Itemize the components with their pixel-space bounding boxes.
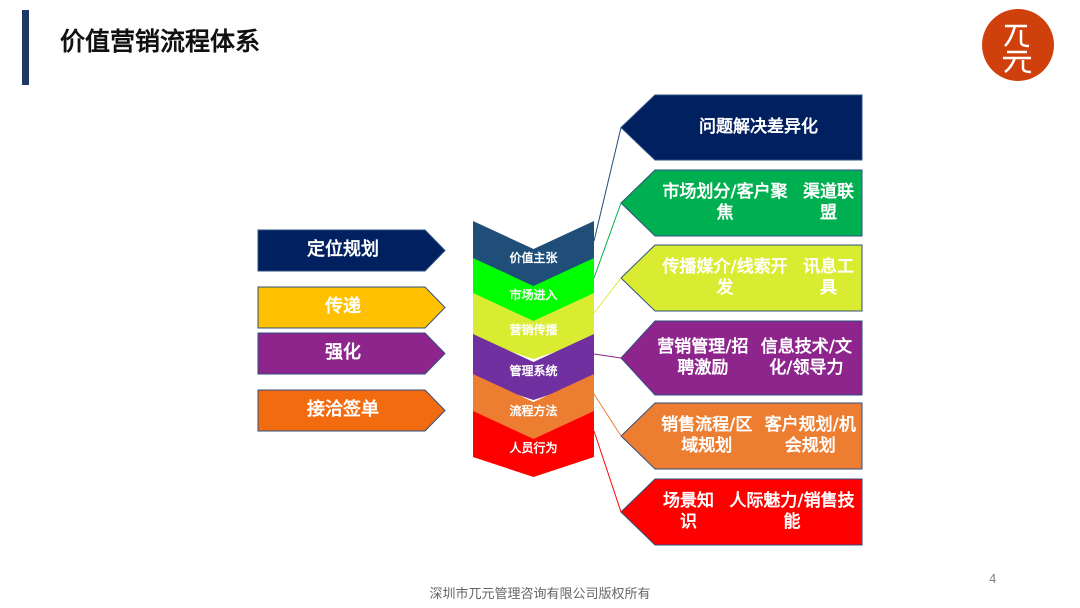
connector-line bbox=[593, 430, 622, 513]
right-box-label: 营销管理/招聘激励信息技术/文化/领导力 bbox=[655, 321, 862, 395]
left-box-4 bbox=[257, 389, 446, 432]
chevron-6 bbox=[473, 411, 594, 477]
left-box-label: 传递 bbox=[258, 287, 428, 328]
right-box-label-text: 问题解决 bbox=[699, 116, 767, 137]
connector-line bbox=[593, 393, 622, 437]
right-box-label-text: 销售流程/区域规划 bbox=[661, 414, 753, 456]
chevron-4 bbox=[473, 334, 594, 400]
chevron-label: 营销传播 bbox=[473, 319, 594, 341]
chevron-label-text: 价值主张 bbox=[509, 250, 558, 265]
page-number: 4 bbox=[989, 572, 997, 586]
left-box-label-text: 定位规划 bbox=[307, 239, 379, 261]
right-box-label-text: 信息技术/文化/领导力 bbox=[760, 336, 852, 378]
chevron-label-text: 流程方法 bbox=[509, 403, 558, 418]
right-box-2 bbox=[620, 169, 863, 237]
left-box-label: 接洽签单 bbox=[258, 390, 428, 431]
right-box-label: 市场划分/客户聚焦渠道联盟 bbox=[655, 170, 862, 236]
right-box-label: 销售流程/区域规划客户规划/机会规划 bbox=[655, 403, 862, 469]
right-box-6 bbox=[620, 478, 863, 546]
chevron-label: 流程方法 bbox=[473, 400, 594, 422]
right-box-3 bbox=[620, 244, 863, 312]
left-box-label: 定位规划 bbox=[258, 230, 428, 271]
connector-line bbox=[593, 127, 622, 242]
left-box-label-text: 强化 bbox=[325, 342, 361, 364]
connector-line bbox=[593, 202, 622, 279]
right-box-label: 问题解决差异化 bbox=[655, 95, 862, 160]
chevron-label: 价值主张 bbox=[473, 247, 594, 269]
right-box-label-text: 差异化 bbox=[767, 116, 818, 137]
right-box-label-text: 传播媒介/线索开发 bbox=[662, 256, 788, 298]
right-box-label-text: 讯息工具 bbox=[803, 256, 855, 298]
title-accent-bar bbox=[22, 10, 29, 85]
chevron-label-text: 营销传播 bbox=[509, 322, 558, 337]
right-box-4 bbox=[620, 320, 863, 396]
chevron-5 bbox=[473, 374, 594, 440]
chevron-label: 人员行为 bbox=[473, 437, 594, 459]
chevron-label-text: 管理系统 bbox=[509, 363, 558, 378]
connector-line bbox=[593, 277, 622, 314]
chevron-label: 市场进入 bbox=[473, 284, 594, 306]
right-box-label-text: 市场划分/客户聚焦 bbox=[662, 181, 788, 223]
right-box-label: 传播媒介/线索开发讯息工具 bbox=[655, 245, 862, 311]
right-box-label-text: 场景知识 bbox=[662, 490, 714, 532]
chevron-label-text: 人员行为 bbox=[509, 440, 558, 455]
right-box-label-text: 渠道联盟 bbox=[803, 181, 855, 223]
right-box-label-text: 客户规划/机会规划 bbox=[764, 414, 856, 456]
left-box-1 bbox=[257, 229, 446, 272]
connector-line bbox=[593, 353, 622, 359]
left-box-3 bbox=[257, 332, 446, 375]
chevron-label-text: 市场进入 bbox=[509, 287, 558, 302]
right-box-1 bbox=[620, 94, 863, 161]
chevron-1 bbox=[473, 221, 594, 287]
company-logo bbox=[981, 8, 1055, 86]
left-box-label-text: 接洽签单 bbox=[307, 399, 379, 421]
left-box-label-text: 传递 bbox=[325, 296, 361, 318]
chevron-3 bbox=[473, 293, 594, 359]
left-box-2 bbox=[257, 286, 446, 329]
chevron-label: 管理系统 bbox=[473, 360, 594, 382]
right-box-label: 场景知识人际魅力/销售技能 bbox=[655, 479, 862, 545]
left-box-label: 强化 bbox=[258, 333, 428, 374]
page-title: 价值营销流程体系 bbox=[60, 27, 261, 56]
right-box-label-text: 人际魅力/销售技能 bbox=[729, 490, 855, 532]
footer-copyright: 深圳市兀元管理咨询有限公司版权所有 bbox=[429, 587, 651, 602]
right-box-label-text: 营销管理/招聘激励 bbox=[657, 336, 749, 378]
right-box-5 bbox=[620, 402, 863, 470]
